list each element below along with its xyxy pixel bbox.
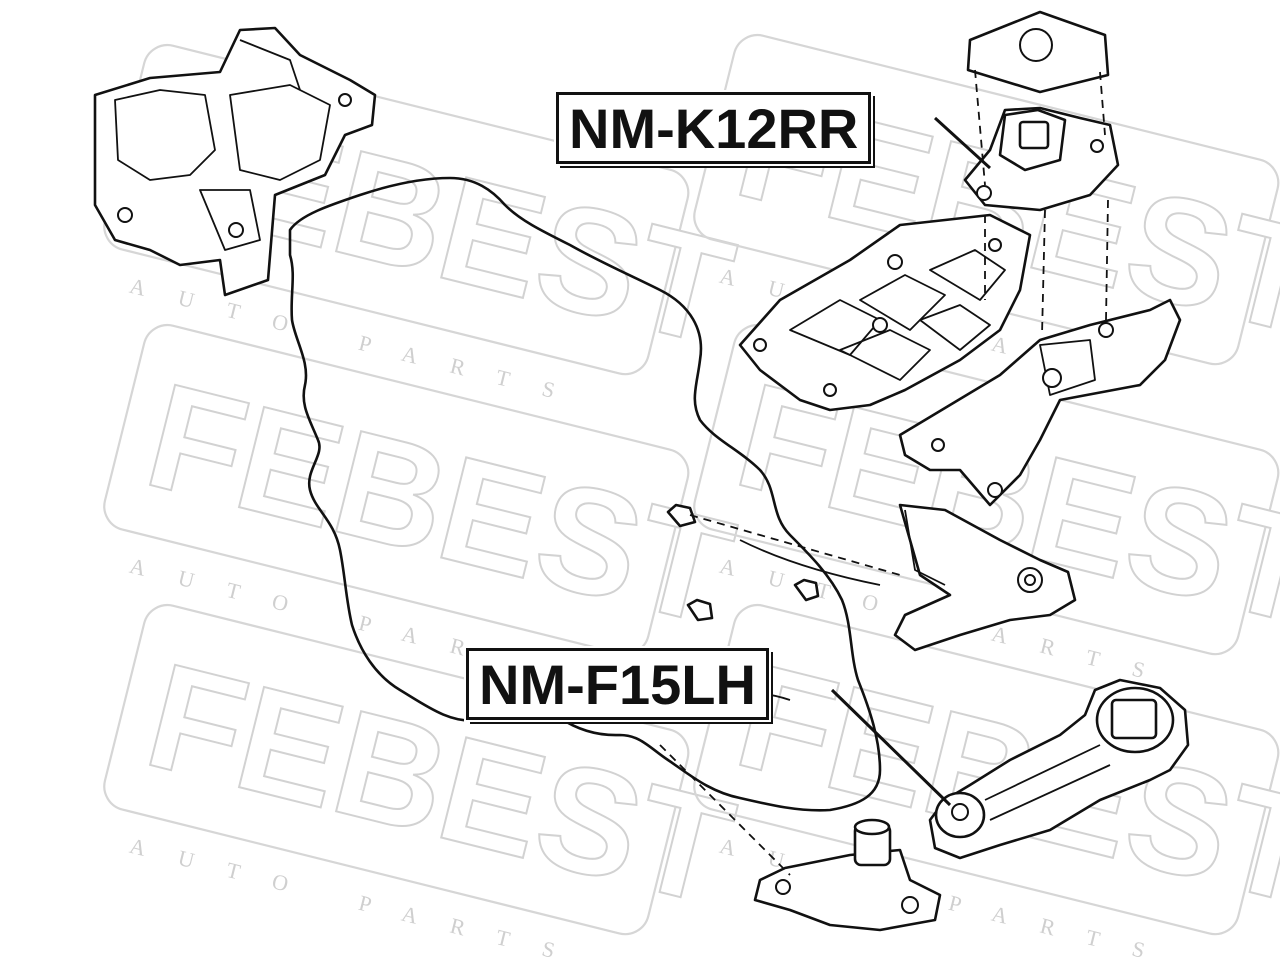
transmission-bracket [738, 199, 1182, 507]
upper-right-insulator-assembly [963, 10, 1120, 212]
left-engine-mount [93, 26, 377, 297]
part-number-text: NM-F15LH [479, 653, 756, 716]
lower-side-bracket [689, 503, 1077, 652]
part-label-nm-k12rr: NM-K12RR [553, 90, 874, 166]
leader-line-lh [830, 688, 952, 807]
torque-rod-mount [928, 678, 1190, 860]
leader-line-rr [933, 116, 992, 170]
part-number-text: NM-K12RR [569, 97, 859, 160]
bottom-mount-plate [659, 744, 942, 932]
watermark-brand: FEBEST [133, 351, 748, 657]
part-label-nm-f15lh: NM-F15LH [464, 646, 771, 722]
